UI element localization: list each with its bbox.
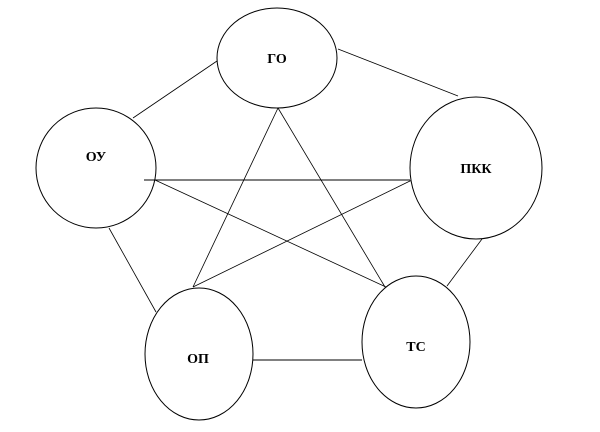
node-op-label: ОП xyxy=(187,352,209,367)
edges xyxy=(108,48,483,361)
edge-go-op xyxy=(192,107,279,288)
edge-go-ou xyxy=(132,60,218,119)
edge-ou-op xyxy=(108,227,157,313)
node-ou-label: ОУ xyxy=(86,150,106,165)
edge-ou-ts xyxy=(154,179,387,288)
edge-go-ts xyxy=(277,107,386,288)
node-ts-label: ТС xyxy=(406,340,425,355)
node-ou: ОУ xyxy=(35,107,157,229)
edge-go-pkk xyxy=(337,48,459,97)
node-pkk-label: ПКК xyxy=(460,162,492,177)
edge-pkk-op xyxy=(192,179,413,288)
node-op: ОП xyxy=(144,287,254,421)
edge-pkk-ts xyxy=(446,238,483,287)
node-pkk: ПКК xyxy=(409,96,543,240)
node-ts: ТС xyxy=(361,275,471,409)
node-go: ГО xyxy=(216,7,338,109)
node-go-label: ГО xyxy=(267,52,287,67)
